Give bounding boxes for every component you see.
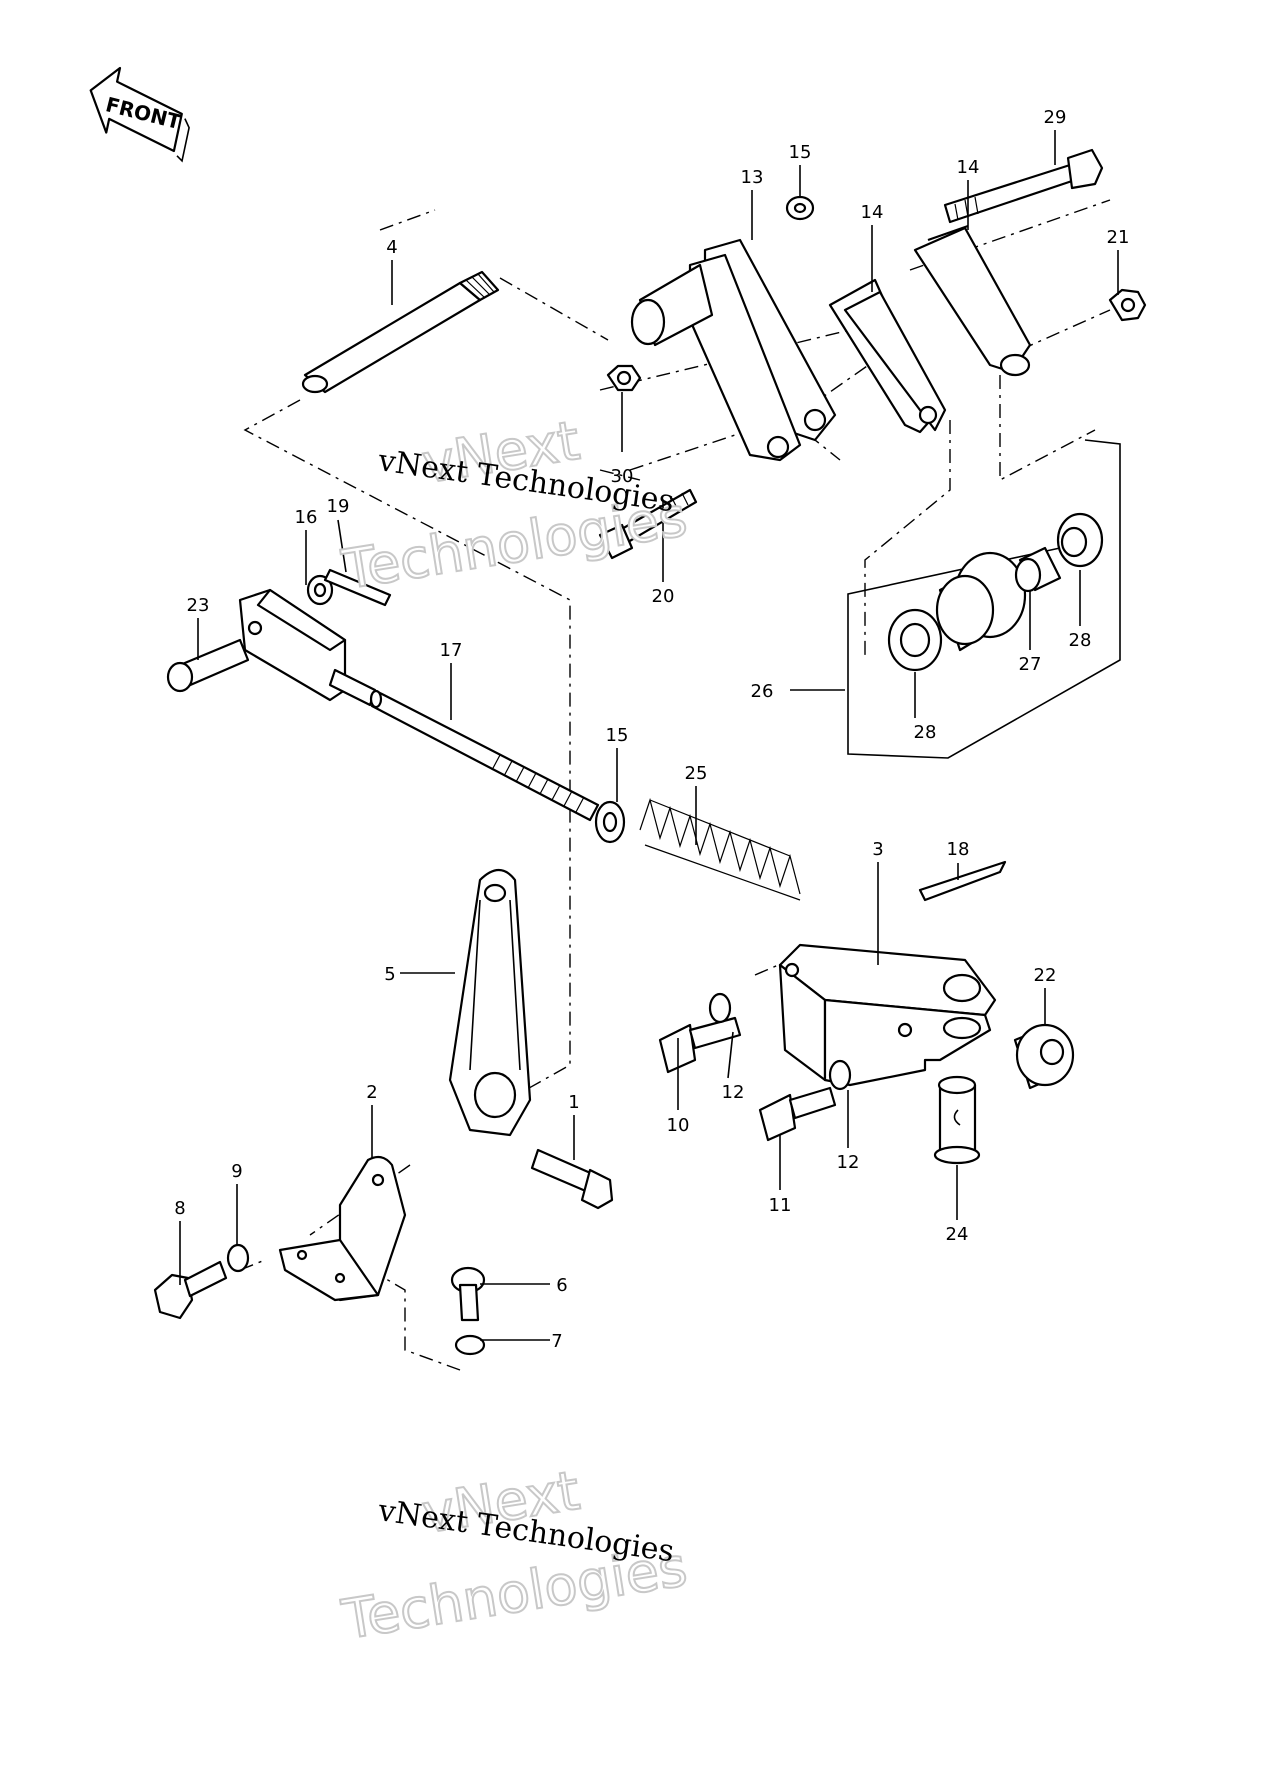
callout-21: 21 [1107, 227, 1130, 248]
callout-leader-lines [179, 130, 1119, 1341]
callout-8: 8 [174, 1198, 185, 1219]
callout-10: 10 [667, 1115, 690, 1136]
part-20-bolt [598, 488, 698, 560]
callout-27: 27 [1019, 654, 1042, 675]
part-21-nut [1108, 288, 1147, 322]
callout-17: 17 [440, 640, 463, 661]
callout-14-right: 14 [957, 157, 980, 178]
part-19-cotter-pin [323, 568, 392, 607]
callout-15-lower: 15 [606, 725, 629, 746]
part-13-arm [630, 238, 837, 462]
part-2-bracket [278, 1155, 407, 1302]
callout-24: 24 [946, 1224, 969, 1245]
part-26-sleeve-kit [887, 512, 1104, 672]
part-14-link-plate-left [828, 278, 947, 434]
callout-7: 7 [551, 1331, 562, 1352]
part-29-bolt [943, 148, 1104, 224]
part-17-rod [369, 689, 600, 822]
callout-19: 19 [327, 496, 350, 517]
callout-12-lower: 12 [837, 1152, 860, 1173]
callout-numbers: 1 2 3 4 5 6 7 8 9 10 11 12 12 13 14 14 1… [174, 107, 1129, 1352]
callout-15-top: 15 [789, 142, 812, 163]
callout-6: 6 [556, 1275, 567, 1296]
part-6-screw [450, 1266, 486, 1322]
part-23-clevis-pin [166, 638, 250, 693]
part-12-washer-lower [828, 1059, 852, 1091]
part-11-bolt [758, 1086, 837, 1142]
part-4-shaft [301, 270, 500, 394]
clevis-yoke [238, 588, 377, 707]
callout-11: 11 [769, 1195, 792, 1216]
callout-26: 26 [751, 681, 774, 702]
callout-28-upper: 28 [1069, 630, 1092, 651]
inner-sleeve-kit-bracket [847, 439, 1121, 759]
callout-12-upper: 12 [722, 1082, 745, 1103]
callout-1: 1 [568, 1092, 579, 1113]
front-arrow-icon: FRONT [89, 66, 190, 163]
part-22-cap [1013, 1023, 1075, 1090]
callout-16: 16 [295, 507, 318, 528]
part-24-pin [933, 1075, 981, 1165]
callout-18: 18 [947, 839, 970, 860]
part-5-arm [448, 868, 532, 1137]
part-1-bolt [530, 1148, 614, 1210]
part-14-link-plate-right [913, 224, 1032, 377]
callout-20: 20 [652, 586, 675, 607]
callout-13: 13 [741, 167, 764, 188]
callout-30: 30 [611, 466, 634, 487]
callout-5: 5 [384, 964, 395, 985]
callout-28-lower: 28 [914, 722, 937, 743]
callout-2: 2 [366, 1082, 377, 1103]
callout-29: 29 [1044, 107, 1067, 128]
part-7-washer [454, 1334, 486, 1356]
callout-3: 3 [872, 839, 883, 860]
callout-9: 9 [231, 1161, 242, 1182]
part-30-nut [606, 364, 642, 392]
part-10-bolt [658, 1016, 742, 1074]
part-3-bracket [778, 943, 997, 1087]
callout-22: 22 [1034, 965, 1057, 986]
callout-14-left: 14 [861, 202, 884, 223]
part-8-bolt [153, 1260, 228, 1320]
callout-23: 23 [187, 595, 210, 616]
part-9-washer [226, 1243, 250, 1273]
part-18-cotter-pin [918, 860, 1007, 902]
part-12-washer-upper [708, 992, 732, 1024]
callout-25: 25 [685, 763, 708, 784]
callout-4: 4 [386, 237, 397, 258]
part-25-spring [639, 797, 801, 901]
